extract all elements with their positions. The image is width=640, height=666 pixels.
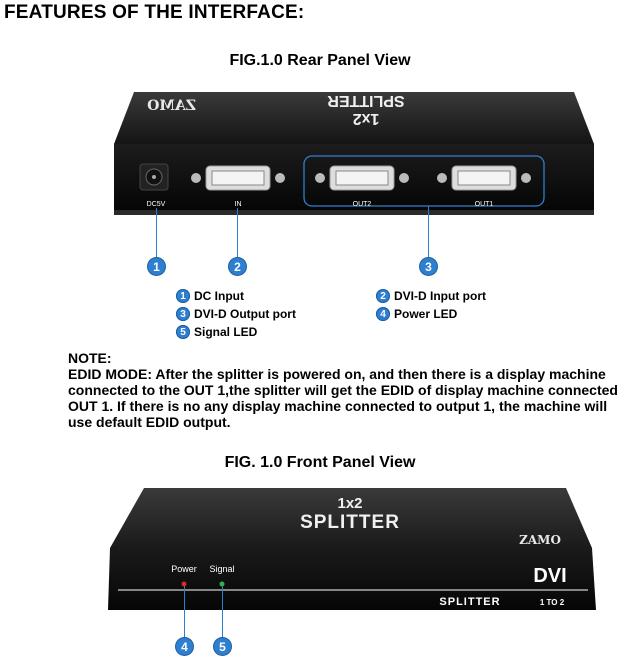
rear-panel-title: FIG.1.0 Rear Panel View — [229, 52, 411, 69]
callout-5: 5 — [214, 638, 231, 655]
rear-device-image: ZAMO 1x2 SPLITTER DC5V IN OUT2 OUT1 — [114, 92, 594, 215]
legend-item-2: 2 DVI-D Input port — [376, 289, 486, 303]
page-title: FEATURES OF THE INTERFACE: — [4, 2, 305, 23]
dvi-out2-port — [315, 165, 409, 191]
front-top-face — [110, 488, 592, 548]
front-panel-title: FIG. 1.0 Front Panel View — [224, 454, 416, 471]
splitter-sub: 1 TO 2 — [540, 598, 565, 607]
rear-brand-text: ZAMO — [147, 98, 196, 114]
note-heading: NOTE: — [68, 350, 112, 366]
front-front-face — [108, 548, 596, 610]
legend-num-4: 4 — [376, 307, 390, 321]
label-out2: OUT2 — [353, 201, 372, 208]
note-block: NOTE: EDID MODE: After the splitter is p… — [68, 350, 634, 430]
callout-line-4 — [184, 586, 185, 638]
power-led — [181, 581, 187, 587]
dvi-text: DVI — [533, 565, 566, 587]
dc-port — [139, 163, 169, 191]
rear-model-line1: 1x2 — [353, 110, 380, 127]
legend-item-4: 4 Power LED — [376, 307, 457, 321]
callout-3: 3 — [420, 258, 437, 275]
label-in: IN — [235, 201, 242, 208]
legend-num-5: 5 — [176, 325, 190, 339]
note-body: EDID MODE: After the splitter is powered… — [68, 366, 618, 430]
rear-model-line2: SPLITTER — [327, 92, 405, 109]
callout-4: 4 — [176, 638, 193, 655]
splitter-label: SPLITTER — [439, 596, 500, 608]
label-dc5v: DC5V — [147, 201, 166, 208]
front-device-image: 1x2 SPLITTER ZAMO Power Signal DVI SPLIT… — [108, 488, 596, 610]
legend-num-1: 1 — [176, 289, 190, 303]
callout-line-2 — [237, 208, 238, 260]
dvi-in-port — [191, 165, 285, 191]
legend-label-5: Signal LED — [194, 325, 258, 339]
legend-num-3: 3 — [176, 307, 190, 321]
legend-item-1: 1 DC Input — [176, 289, 244, 303]
rear-top-face — [114, 92, 594, 144]
legend-label-3: DVI-D Output port — [194, 307, 296, 321]
legend-item-3: 3 DVI-D Output port — [176, 307, 296, 321]
label-out1: OUT1 — [475, 201, 494, 208]
legend-label-4: Power LED — [394, 307, 458, 321]
signal-label: Signal — [209, 564, 234, 574]
legend-label-1: DC Input — [194, 289, 244, 303]
callout-1: 1 — [148, 258, 165, 275]
front-brand-text: ZAMO — [519, 533, 561, 547]
callout-line-3 — [428, 206, 429, 260]
legend-label-2: DVI-D Input port — [394, 289, 486, 303]
callout-line-5 — [222, 586, 223, 638]
callout-line-1 — [156, 208, 157, 260]
signal-led — [219, 581, 225, 587]
power-label: Power — [171, 564, 197, 574]
legend-item-5: 5 Signal LED — [176, 325, 257, 339]
output-group-box — [303, 155, 545, 207]
callout-2: 2 — [229, 258, 246, 275]
legend-num-2: 2 — [376, 289, 390, 303]
dvi-out1-port — [437, 165, 531, 191]
front-model-line1: 1x2 — [337, 495, 362, 512]
front-model-line2: SPLITTER — [300, 512, 400, 533]
